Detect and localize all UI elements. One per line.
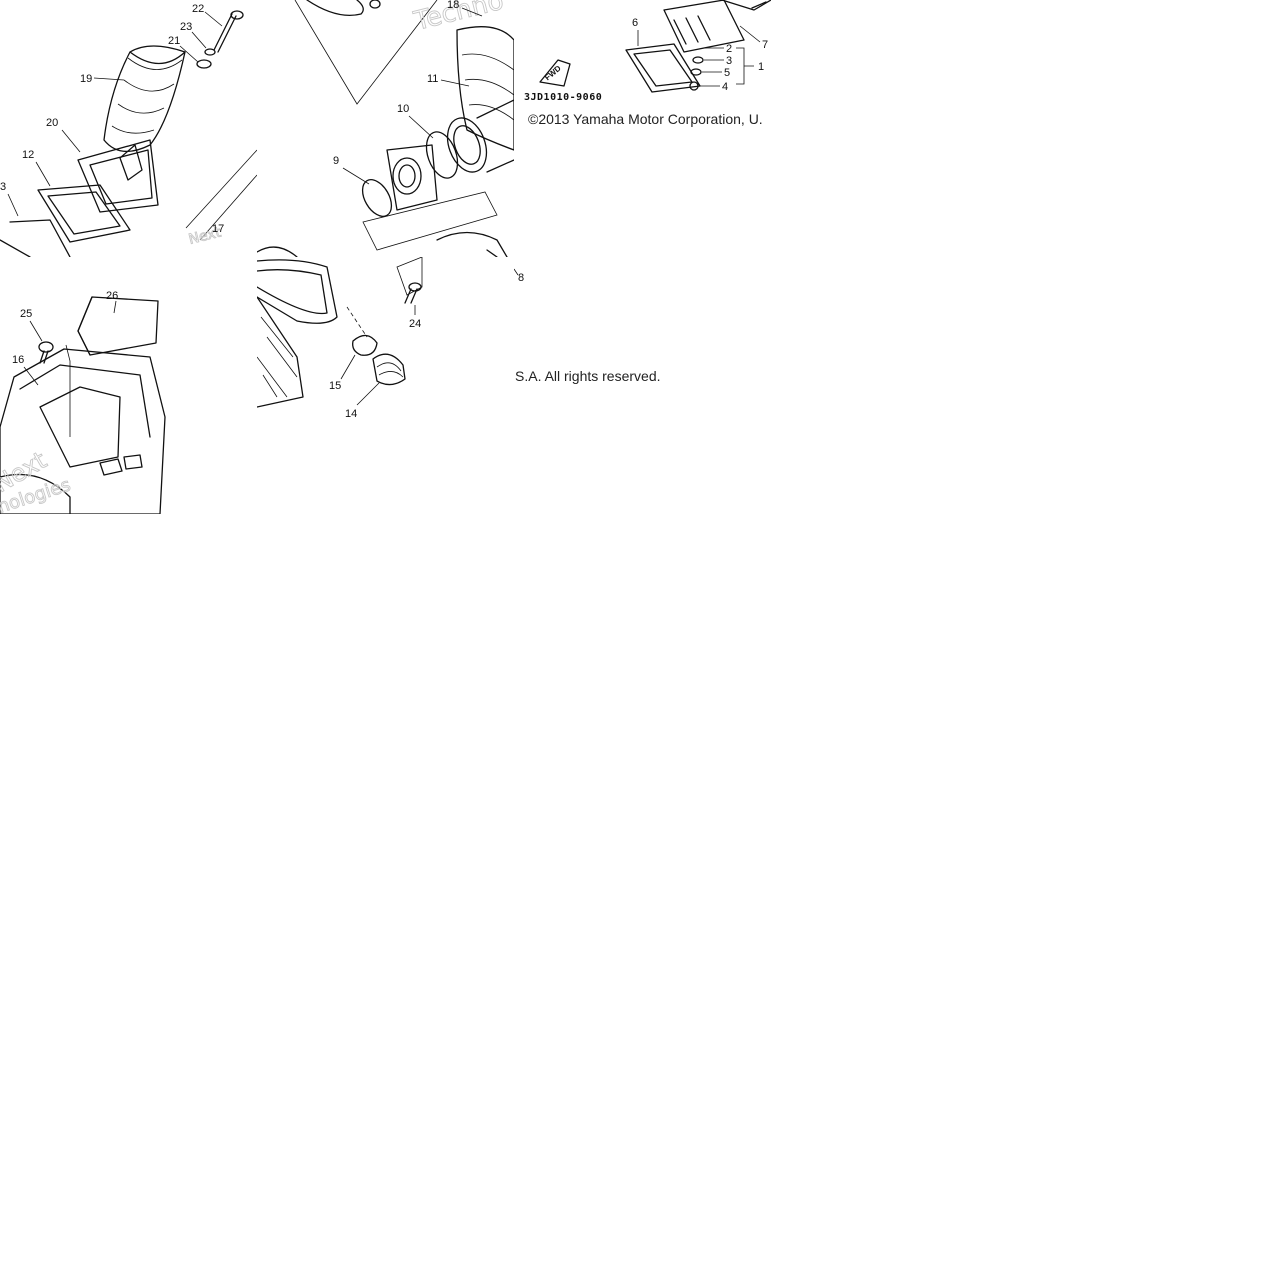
washer-part-23	[204, 48, 216, 56]
intake-drawing: Techno 18 11 10 9	[257, 0, 514, 257]
callout-13: 3	[0, 181, 6, 193]
callout-17: 17	[212, 223, 224, 235]
washer-icon	[692, 56, 704, 64]
callout-1: 1	[758, 61, 764, 73]
screw-part-24	[404, 282, 422, 304]
diagram-tile-joint: 24 15 14	[257, 257, 514, 514]
callout-18: 18	[447, 0, 459, 11]
bolt-part-25	[38, 341, 54, 364]
plate-part-12	[37, 184, 131, 243]
callout-9: 9	[333, 155, 339, 167]
nut-part-21	[196, 59, 212, 69]
diagram-tile-air-box: Next nologies 26 25 16	[0, 257, 257, 514]
filter-element-part-19	[103, 45, 186, 152]
callout-8: 8	[518, 272, 524, 284]
callout-12: 12	[22, 149, 34, 161]
callout-19: 19	[80, 73, 92, 85]
callout-3: 3	[726, 55, 732, 67]
callout-15: 15	[329, 380, 341, 392]
carburetor-body	[386, 144, 438, 211]
callout-5: 5	[724, 67, 730, 79]
copyright-line-2: S.A. All rights reserved.	[515, 368, 661, 384]
callout-25: 25	[20, 308, 32, 320]
air-filter-drawing: Next 22 23 21 19 20 12 3 17	[0, 3, 257, 257]
screw-icon	[689, 81, 699, 91]
intake-hose-part-11	[456, 26, 514, 151]
diagram-tile-air-filter: Next 22 23 21 19 20 12 3 17	[0, 0, 257, 257]
callout-22: 22	[192, 3, 204, 15]
callout-26: 26	[106, 290, 118, 302]
clamp-part-9	[361, 179, 393, 217]
callout-16: 16	[12, 354, 24, 366]
fwd-label: FWD	[543, 64, 563, 83]
callout-6: 6	[632, 17, 638, 29]
callout-7: 7	[762, 39, 768, 51]
callout-11: 11	[427, 73, 438, 85]
callout-10: 10	[397, 103, 409, 115]
callout-23: 23	[180, 21, 192, 33]
filter-frame-part-20	[77, 139, 159, 213]
fwd-arrow-icon: FWD	[539, 59, 571, 87]
callout-2: 2	[726, 43, 732, 55]
joint-drawing: 24 15 14	[257, 257, 423, 420]
callout-21: 21	[168, 35, 180, 47]
diagram-tile-fragment: 8 S.A. All rights reserved.	[514, 257, 771, 514]
joint-tube	[446, 99, 514, 173]
callout-14: 14	[345, 408, 357, 420]
diagram-tile-reed-valve: FWD 6 7 2 3 5 4 1 3JD1010-9060 ©2013 Yam…	[514, 0, 771, 257]
callout-24: 24	[409, 318, 421, 330]
drawing-code: 3JD1010-9060	[524, 92, 603, 103]
clamp-part-10	[425, 131, 459, 179]
fragment-drawing: 8	[514, 268, 524, 284]
bolt-part-22	[213, 10, 244, 53]
foam-block-part-26	[77, 296, 159, 356]
callout-20: 20	[46, 117, 58, 129]
reed-valve-drawing: FWD 6 7 2 3 5 4 1	[539, 0, 771, 93]
diagram-tile-intake: Techno 18 11 10 9	[257, 0, 514, 257]
copyright-line-1: ©2013 Yamaha Motor Corporation, U.	[528, 111, 763, 127]
grommet-part-14	[372, 353, 406, 386]
air-box-drawing: Next nologies 26 25 16	[0, 290, 166, 514]
washer-icon	[690, 68, 702, 76]
reed-valve-part-1	[663, 0, 771, 53]
gasket-part-15	[352, 334, 378, 356]
callout-4: 4	[722, 81, 728, 93]
air-box-part-16	[0, 344, 166, 514]
gasket-part-13	[0, 219, 71, 257]
